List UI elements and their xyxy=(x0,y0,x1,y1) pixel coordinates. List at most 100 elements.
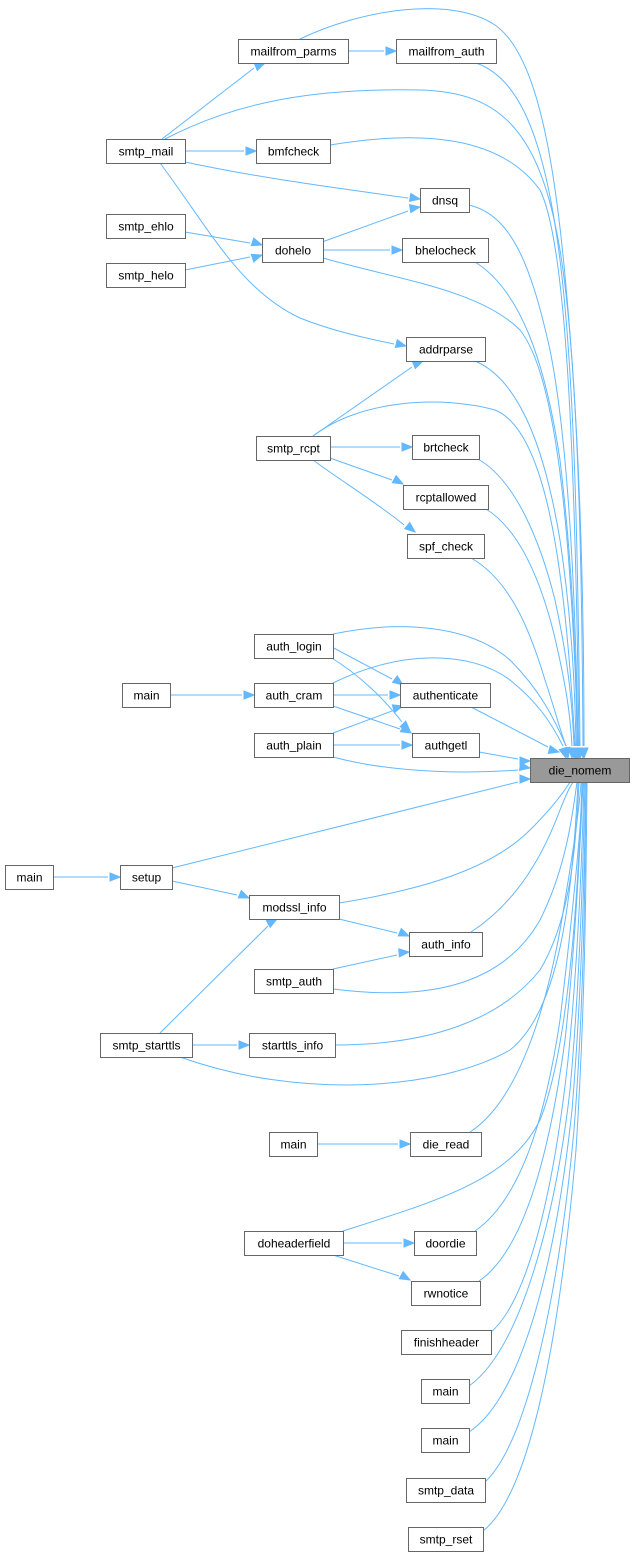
node-label: auth_cram xyxy=(266,689,323,703)
node-smtp-auth[interactable]: smtp_auth xyxy=(254,969,334,994)
node-box xyxy=(120,865,173,890)
node-main-setup[interactable]: main xyxy=(5,865,54,890)
node-box xyxy=(403,485,489,510)
edge-line xyxy=(332,626,567,747)
node-smtp-data[interactable]: smtp_data xyxy=(406,1478,486,1503)
node-label: smtp_starttls xyxy=(112,1039,180,1053)
node-bmfcheck[interactable]: bmfcheck xyxy=(256,139,331,164)
node-brtcheck[interactable]: brtcheck xyxy=(412,435,480,460)
node-bhelocheck[interactable]: bhelocheck xyxy=(402,238,489,263)
arrowhead xyxy=(519,774,532,784)
arrowhead xyxy=(389,690,402,700)
edge-line xyxy=(161,67,255,140)
node-smtp-starttls[interactable]: smtp_starttls xyxy=(100,1033,193,1058)
edge-auth_login-to-authenticate xyxy=(329,645,405,686)
node-box xyxy=(410,1132,482,1157)
node-smtp-mail[interactable]: smtp_mail xyxy=(106,139,186,164)
node-addrparse[interactable]: addrparse xyxy=(406,337,486,362)
node-smtp-ehlo[interactable]: smtp_ehlo xyxy=(106,214,186,239)
edge-line xyxy=(332,657,564,747)
node-box xyxy=(409,932,483,957)
node-box xyxy=(412,435,480,460)
node-smtp-helo[interactable]: smtp_helo xyxy=(106,263,186,288)
node-starttls-info[interactable]: starttls_info xyxy=(249,1033,336,1058)
arrowhead xyxy=(385,46,398,56)
arrowhead xyxy=(408,192,422,202)
node-smtp-rcpt[interactable]: smtp_rcpt xyxy=(256,436,331,461)
node-label: finishheader xyxy=(414,1336,479,1350)
node-main-die-read[interactable]: main xyxy=(269,1132,318,1157)
edge-line xyxy=(474,781,584,1232)
edge-smtp_mail-to-addrparse xyxy=(159,162,408,349)
node-label: smtp_rcpt xyxy=(267,442,320,456)
edge-line xyxy=(478,781,584,1282)
node-label: brtcheck xyxy=(423,441,469,455)
node-box xyxy=(106,214,186,239)
node-doordie[interactable]: doordie xyxy=(414,1231,477,1256)
node-auth-login[interactable]: auth_login xyxy=(254,634,334,659)
edge-main_a-to-die_nomem xyxy=(468,768,589,1387)
node-box xyxy=(254,969,334,994)
edge-line xyxy=(475,62,581,747)
node-label: modssl_info xyxy=(262,901,326,915)
node-dnsq[interactable]: dnsq xyxy=(420,188,470,213)
node-doheaderfield[interactable]: doheaderfield xyxy=(244,1231,344,1256)
node-authenticate[interactable]: authenticate xyxy=(400,683,491,708)
edge-smtp_auth-to-auth_info xyxy=(332,948,411,970)
edge-line xyxy=(485,508,573,747)
node-smtp-rset[interactable]: smtp_rset xyxy=(408,1527,484,1552)
node-box xyxy=(262,238,324,263)
node-auth-plain[interactable]: auth_plain xyxy=(254,733,334,758)
edge-smtp_mail-to-mailfrom_parms xyxy=(161,62,267,140)
node-box xyxy=(249,1033,336,1058)
node-mailfrom-auth[interactable]: mailfrom_auth xyxy=(396,39,497,64)
node-box xyxy=(100,1033,193,1058)
node-label: dnsq xyxy=(432,194,458,208)
edge-line xyxy=(171,781,519,869)
edge-line xyxy=(468,204,579,747)
edge-smtp_rset-to-die_nomem xyxy=(482,768,591,1532)
node-box xyxy=(5,865,54,890)
arrowhead xyxy=(398,1270,412,1281)
edge-modssl_info-to-auth_info xyxy=(338,918,411,937)
node-finishheader[interactable]: finishheader xyxy=(401,1330,492,1355)
node-auth-cram[interactable]: auth_cram xyxy=(254,683,334,708)
edge-main_auth-to-auth_cram xyxy=(170,690,256,700)
node-modssl-info[interactable]: modssl_info xyxy=(249,895,340,920)
node-auth-info[interactable]: auth_info xyxy=(409,932,483,957)
edge-authgetl-to-die_nomem xyxy=(478,751,532,766)
node-spf-check[interactable]: spf_check xyxy=(407,534,485,559)
node-main-b[interactable]: main xyxy=(421,1428,470,1453)
edge-line xyxy=(171,880,238,896)
edge-line xyxy=(329,656,403,723)
node-rcptallowed[interactable]: rcptallowed xyxy=(403,485,489,510)
arrowhead xyxy=(238,1040,251,1050)
edge-line xyxy=(312,459,405,526)
arrowhead xyxy=(401,442,414,452)
node-die-read[interactable]: die_read xyxy=(410,1132,482,1157)
edge-line xyxy=(484,781,587,1483)
arrowhead xyxy=(408,204,422,214)
edge-line xyxy=(184,256,251,271)
edge-auth_plain-to-authenticate xyxy=(332,704,405,734)
edge-line xyxy=(468,781,586,1387)
arrowhead xyxy=(253,62,267,72)
edge-main_die_read-to-die_read xyxy=(317,1139,412,1149)
edge-line xyxy=(474,360,577,747)
node-label: authgetl xyxy=(425,739,468,753)
edge-line xyxy=(338,781,571,904)
edge-line xyxy=(332,710,393,734)
node-main-a[interactable]: main xyxy=(421,1379,470,1404)
node-dohelo[interactable]: dohelo xyxy=(262,238,324,263)
arrowhead xyxy=(411,360,425,370)
node-die-nomem[interactable]: die_nomem xyxy=(530,758,630,783)
node-label: doheaderfield xyxy=(258,1237,331,1251)
node-rwnotice[interactable]: rwnotice xyxy=(411,1281,481,1306)
node-box xyxy=(244,1231,344,1256)
node-mailfrom-parms[interactable]: mailfrom_parms xyxy=(238,39,349,64)
node-authgetl[interactable]: authgetl xyxy=(412,733,480,758)
node-main-auth[interactable]: main xyxy=(122,683,171,708)
node-setup[interactable]: setup xyxy=(120,865,173,890)
node-box xyxy=(401,1330,492,1355)
node-box xyxy=(421,1379,470,1404)
